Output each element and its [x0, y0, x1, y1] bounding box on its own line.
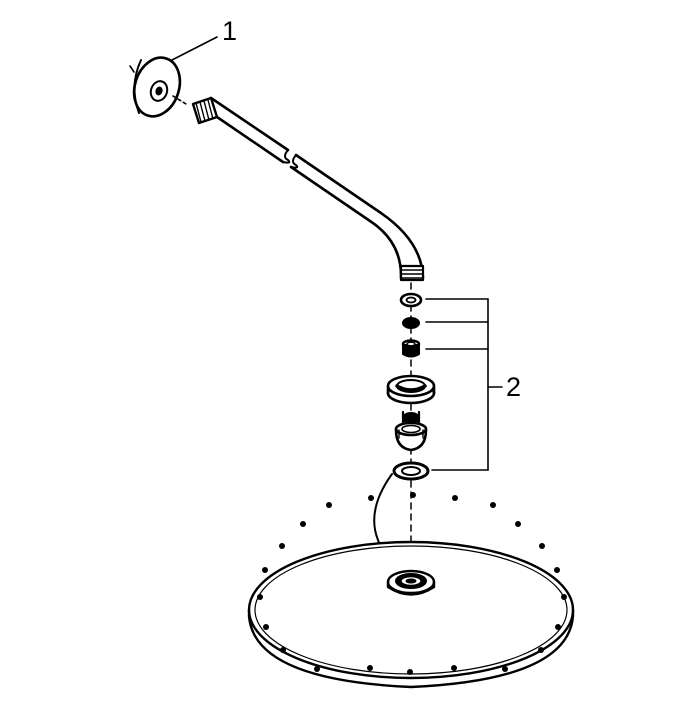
- washer-small: [399, 292, 423, 308]
- callout-label-2: 2: [506, 372, 522, 402]
- washer-large: [392, 461, 430, 481]
- o-ring: [402, 317, 420, 329]
- ball-joint: [394, 410, 428, 452]
- shower-head-plate: [247, 540, 575, 689]
- flow-insert: [401, 339, 421, 358]
- leader-line-1: [171, 36, 218, 61]
- leader-bracket-2: [425, 298, 503, 471]
- callout-label-1: 1: [222, 16, 238, 46]
- shower-arm: [191, 96, 425, 282]
- union-nut: [386, 374, 436, 405]
- nozzle-holes: [257, 492, 567, 675]
- wall-flange: [129, 56, 187, 118]
- head-connector: [386, 569, 436, 596]
